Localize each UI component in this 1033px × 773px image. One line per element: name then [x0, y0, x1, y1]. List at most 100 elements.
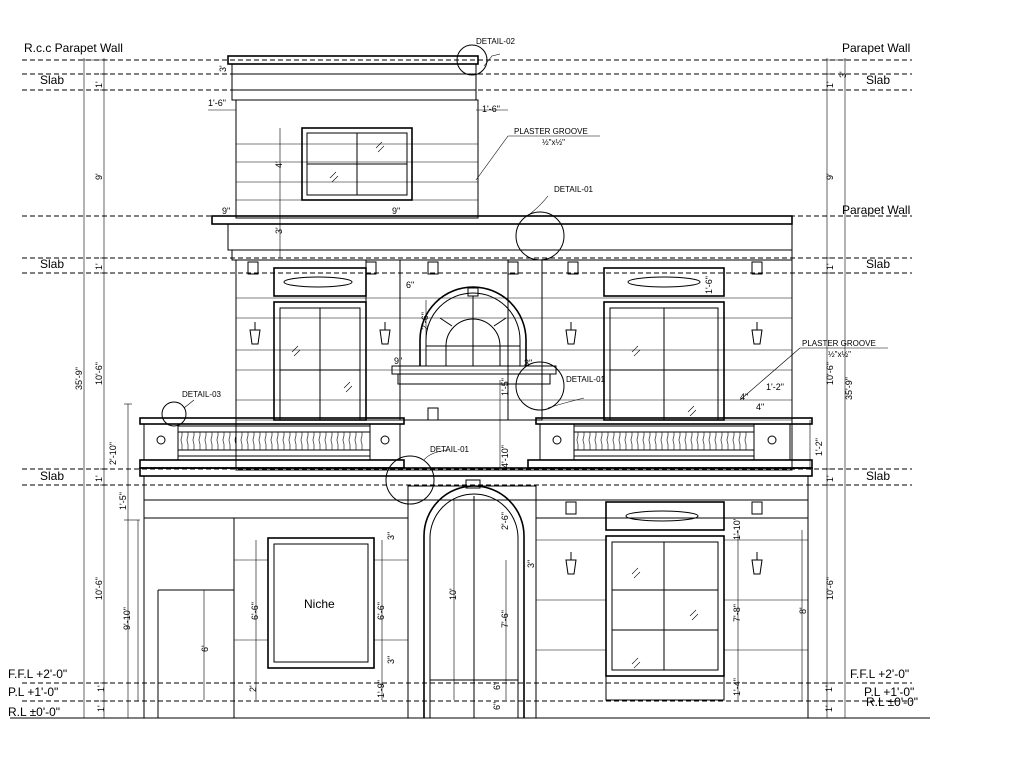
callout-plaster-groove-2-size: ½"x½" [828, 350, 851, 359]
level-label-parapet-top: Parapet Wall [842, 41, 910, 55]
baluster [270, 432, 273, 450]
niche-label: Niche [304, 597, 335, 611]
dim-niche-top: 3" [386, 532, 396, 540]
dim-slab-right-1: 1' [825, 81, 835, 88]
baluster [234, 432, 237, 450]
baluster [318, 432, 321, 450]
dim-slab-left-1: 1' [94, 81, 104, 88]
callout-plaster-groove-2: PLASTER GROOVE [802, 339, 876, 348]
dim-top-window: 4' [274, 161, 284, 168]
baluster [588, 432, 591, 450]
baluster [354, 432, 357, 450]
dim-niche-h: 6'-6" [250, 602, 260, 620]
baluster [252, 432, 255, 450]
baluster [342, 432, 345, 450]
baluster [282, 432, 285, 450]
dim-niche-sill: 2' [248, 685, 258, 692]
dim-door-base: 6" [492, 682, 502, 690]
dim-pl-1: 1' [96, 685, 106, 692]
dim-rail-2: 1'-2" [814, 438, 824, 456]
dim-niche-h2: 6'-6" [376, 602, 386, 620]
baluster [726, 432, 729, 450]
baluster [606, 432, 609, 450]
dim-pl-2: 1' [96, 705, 106, 712]
dim-upper-right: 9' [825, 173, 835, 180]
baluster [276, 432, 279, 450]
baluster [612, 432, 615, 450]
baluster [660, 432, 663, 450]
baluster [672, 432, 675, 450]
dim-rail-6: 1'-2" [766, 382, 784, 392]
dim-pl-4: 1' [824, 705, 834, 712]
baluster [216, 432, 219, 450]
level-label-parapet: R.c.c Parapet Wall [24, 41, 123, 55]
dim-gr-4: 6' [200, 645, 210, 652]
level-label-pl: P.L +1'-0" [8, 685, 58, 699]
dim-win-r-top2: 1'-6" [704, 276, 714, 294]
dim-niche-bot: 3" [386, 656, 396, 664]
baluster [228, 432, 231, 450]
level-label-slab-top-r: Slab [866, 73, 890, 87]
baluster [690, 432, 693, 450]
dim-rail-5: 4" [756, 402, 764, 412]
dim-balcony-h: 4'-10" [500, 445, 510, 468]
baluster [714, 432, 717, 450]
baluster [678, 432, 681, 450]
dim-top-wall: 3' [274, 227, 284, 234]
dim-overall-left: 35'-9" [74, 367, 84, 390]
dim-slab-left-3: 1' [94, 475, 104, 482]
baluster [192, 432, 195, 450]
baluster [744, 432, 747, 450]
top-mumty [227, 55, 479, 219]
baluster [360, 432, 363, 450]
baluster [684, 432, 687, 450]
baluster [594, 432, 597, 450]
dim-first-left: 10'-6" [94, 362, 104, 385]
dim-win-r-h: 7'-8" [732, 604, 742, 622]
dim-door-sub: 7'-6" [500, 610, 510, 628]
level-label-ffl-r: F.F.L +2'-0" [850, 667, 909, 681]
baluster [624, 432, 627, 450]
level-label-pl-r: P.L +1'-0" [864, 685, 914, 699]
ground-floor [139, 467, 813, 719]
baluster [666, 432, 669, 450]
dim-balcony-6in: 3" [524, 358, 532, 368]
dim-overall-right: 35'-9" [844, 377, 854, 400]
callout-detail-02: DETAIL-02 [476, 37, 516, 46]
right-dimension-chains [801, 58, 849, 719]
baluster [618, 432, 621, 450]
detail-callouts [161, 44, 888, 505]
baluster [294, 432, 297, 450]
baluster [642, 432, 645, 450]
dim-door-arch: 2'-6" [500, 512, 510, 530]
mid-parapet-band [211, 215, 793, 261]
dim-door-pad: 3" [526, 560, 536, 568]
dim-slab-right-3: 1' [825, 475, 835, 482]
dim-door-h: 10' [448, 588, 458, 600]
dim-top-offset-left: 1'-6" [208, 98, 226, 108]
level-label-slab-top: Slab [40, 73, 64, 87]
baluster [330, 432, 333, 450]
baluster [222, 432, 225, 450]
dim-small-6: 6" [406, 280, 414, 290]
baluster [648, 432, 651, 450]
dim-slab-right-2: 1' [825, 263, 835, 270]
callout-detail-01-top: DETAIL-01 [554, 185, 594, 194]
dim-upper-left: 9' [94, 173, 104, 180]
dim-rail-7: 4" [740, 392, 748, 402]
baluster [708, 432, 711, 450]
lantern-icons [249, 322, 763, 345]
dim-win-r-base: 1'-4" [732, 678, 742, 696]
dim-slab-left-2: 1' [94, 263, 104, 270]
baluster [264, 432, 267, 450]
dim-gr-3: 9'-10" [122, 607, 132, 630]
baluster [306, 432, 309, 450]
callout-detail-01-mid: DETAIL-01 [566, 375, 606, 384]
level-label-slab-ground: Slab [40, 469, 64, 483]
level-label-slab-first: Slab [40, 257, 64, 271]
baluster [576, 432, 579, 450]
baluster [636, 432, 639, 450]
baluster [336, 432, 339, 450]
dim-door-base2: 6" [492, 702, 502, 710]
